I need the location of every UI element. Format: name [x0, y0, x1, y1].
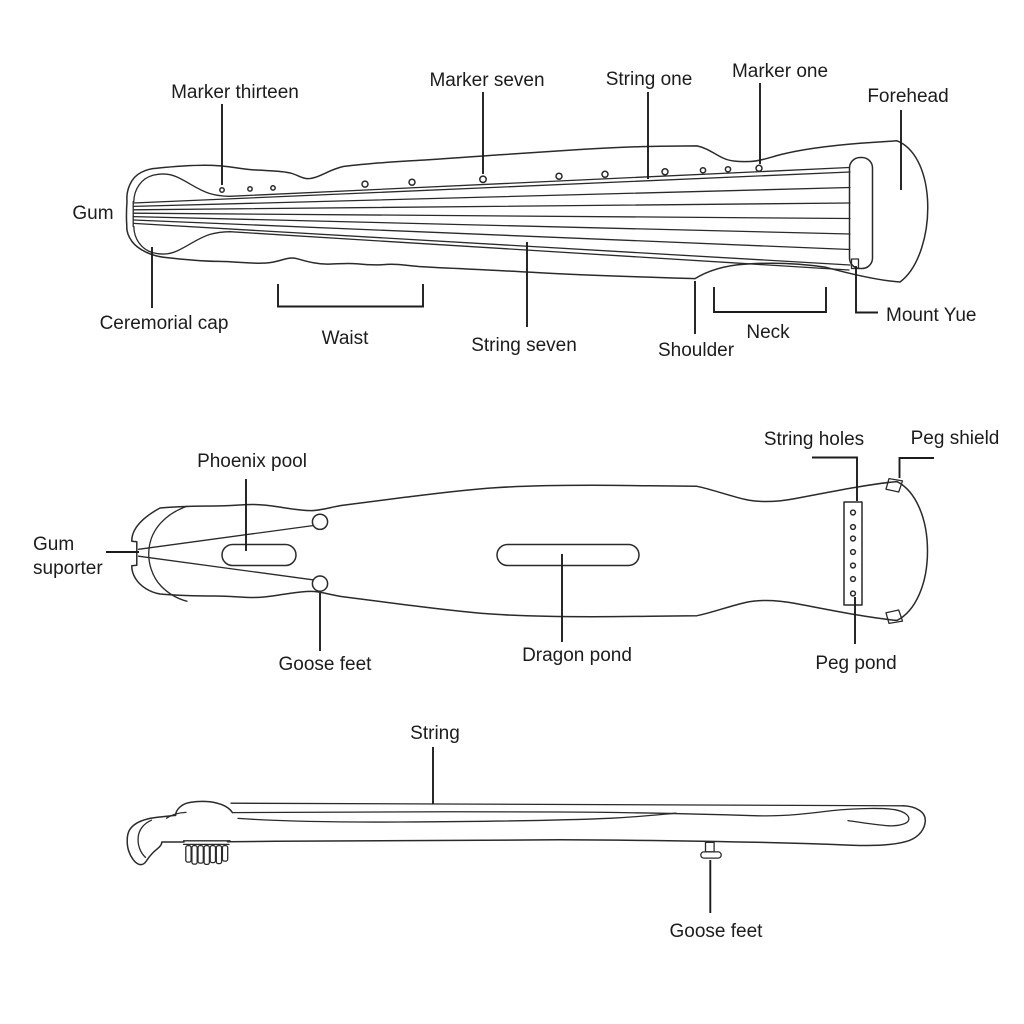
string-holes-seven — [849, 509, 857, 597]
label-ceremonial-cap: Ceremorial cap — [100, 313, 229, 334]
label-dragon-pond: Dragon pond — [522, 645, 632, 666]
label-string-seven: String seven — [471, 335, 577, 356]
label-goose-feet-underside: Goose feet — [279, 654, 373, 675]
waist-bracket — [277, 284, 424, 308]
label-peg-shield: Peg shield — [911, 428, 1000, 449]
leader-line-peg-shield — [898, 457, 934, 478]
top-view: Marker thirteen Marker seven String one … — [72, 61, 976, 361]
label-goose-feet-side: Goose feet — [670, 921, 764, 942]
label-neck: Neck — [746, 322, 790, 343]
top-view-lower-bevel-edge — [133, 225, 850, 271]
goose-foot-circle-lower — [311, 575, 329, 592]
side-head-outline — [126, 814, 185, 866]
phoenix-pool-slot — [221, 543, 297, 567]
label-forehead: Forehead — [867, 86, 948, 107]
label-waist: Waist — [322, 328, 370, 349]
side-bridge-bump — [174, 800, 234, 817]
side-middle-contour — [237, 812, 677, 823]
leader-line-mount-yue — [855, 266, 878, 314]
mount-yue-bridge — [848, 156, 874, 270]
goose-feet-brace-line-upper — [137, 524, 314, 550]
marker-dots — [219, 164, 763, 193]
top-view-body-outline — [125, 140, 929, 283]
label-gum-supporter-line1: Gum — [33, 534, 74, 555]
side-bump-base-line — [165, 811, 187, 819]
mount-yue-foot — [850, 258, 860, 270]
side-bottom-edge-and-tail-cap — [226, 805, 927, 847]
peg-shield-notch-top — [885, 477, 904, 493]
underside-view: Phoenix pool Gum suporter Goose feet Dra… — [33, 428, 999, 675]
side-goose-foot-stem — [704, 841, 715, 853]
label-shoulder: Shoulder — [658, 340, 735, 361]
peg-comb-bar — [182, 840, 231, 846]
label-marker-thirteen: Marker thirteen — [171, 82, 299, 103]
label-mount-yue: Mount Yue — [886, 305, 977, 326]
side-top-edge — [232, 807, 910, 827]
label-peg-pond: Peg pond — [815, 653, 896, 674]
goose-feet-brace-line-lower — [137, 555, 314, 581]
underside-cap-inner-curve — [148, 505, 188, 602]
side-string-line — [230, 802, 904, 807]
side-head-inner-curve — [137, 819, 153, 859]
label-string-one: String one — [606, 69, 693, 90]
dragon-pond-slot — [496, 543, 640, 567]
peg-pond-recess — [843, 501, 863, 606]
side-view: String Goose feet — [126, 723, 927, 942]
underside-body-outline — [131, 480, 929, 622]
neck-bracket — [713, 287, 827, 313]
label-gum: Gum — [72, 203, 113, 224]
peg-shield-notch-bottom — [885, 609, 904, 625]
top-view-upper-bevel-edge — [133, 166, 850, 203]
strings-seven-lines — [132, 171, 851, 266]
goose-foot-circle-upper — [311, 513, 329, 531]
label-string-side: String — [410, 723, 460, 744]
side-goose-foot-cap — [700, 851, 722, 859]
leader-line-string-holes — [812, 456, 858, 501]
label-phoenix-pool: Phoenix pool — [197, 451, 307, 472]
label-marker-seven: Marker seven — [429, 70, 544, 91]
tuning-pegs-comb — [185, 844, 229, 866]
label-marker-one: Marker one — [732, 61, 828, 82]
label-gum-supporter-line2: suporter — [33, 558, 103, 579]
label-string-holes: String holes — [764, 429, 864, 450]
